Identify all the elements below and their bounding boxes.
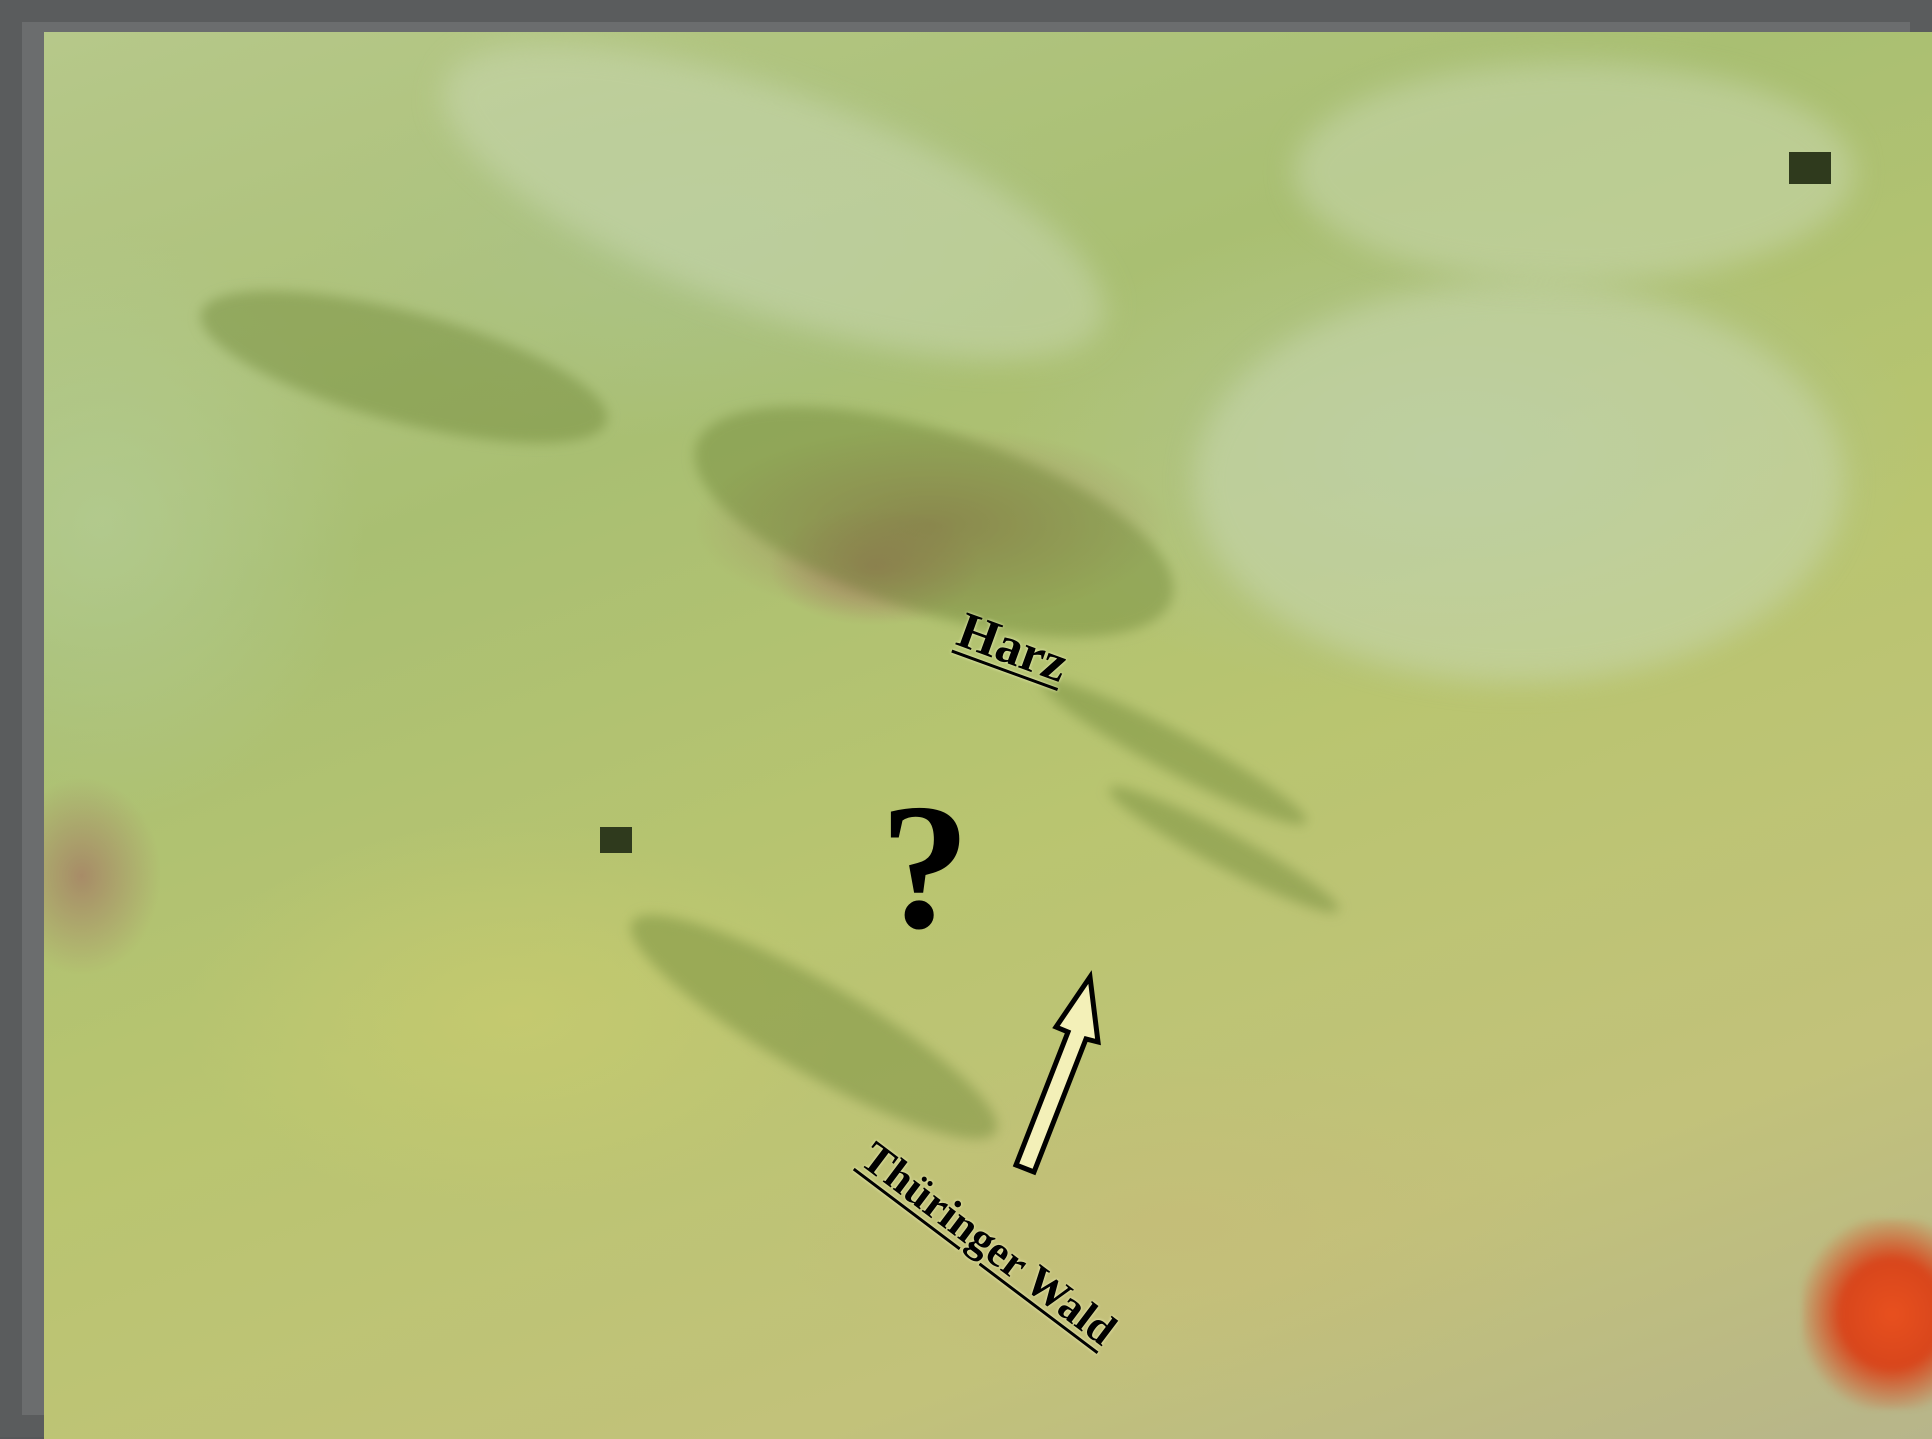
question-mark: ?: [880, 767, 970, 966]
dark-marker: [600, 827, 632, 853]
cloud-haze: [1294, 62, 1854, 282]
cloud-haze: [1194, 282, 1844, 682]
harz-ridge: [668, 359, 1200, 685]
ridge-line: [186, 259, 622, 475]
highland-red-patch: [1802, 1219, 1932, 1409]
terrain-map: [44, 32, 1932, 1439]
arrow-up-icon: [1012, 970, 1101, 1176]
dark-marker: [1789, 152, 1831, 184]
